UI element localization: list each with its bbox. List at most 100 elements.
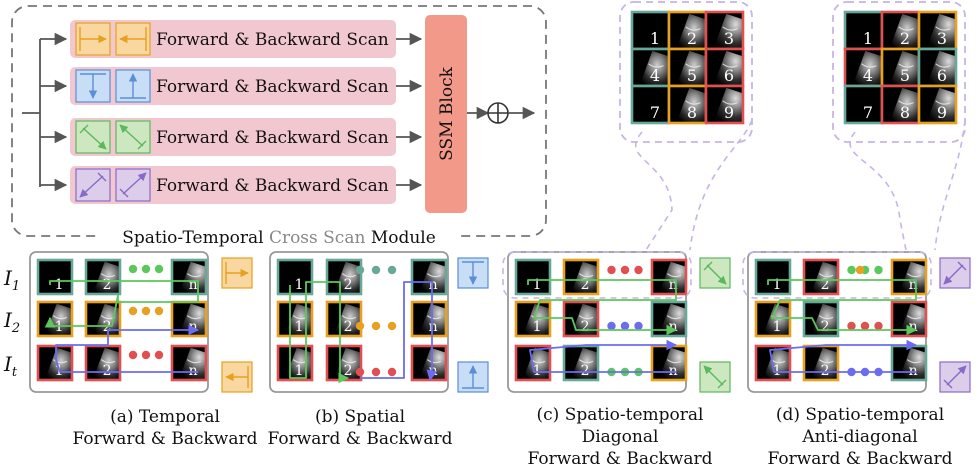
frame-number: 6 xyxy=(724,66,734,85)
sequence-dot xyxy=(634,265,643,275)
sequence-dot xyxy=(607,265,616,275)
sequence-dot xyxy=(154,350,164,360)
grid-cell-4: 4 xyxy=(630,47,671,88)
frame-number: 1 xyxy=(773,319,782,335)
frame-thumbnail: n xyxy=(890,344,928,382)
frame-thumbnail: 2 xyxy=(325,300,363,338)
frame-thumbnail: n xyxy=(650,258,688,296)
frame-thumbnail: 2 xyxy=(802,258,840,296)
grid-cell-1: 1 xyxy=(630,10,671,51)
vertical-scan-reverse-icon xyxy=(115,69,151,103)
frame-thumbnail: 2 xyxy=(325,344,363,382)
frame-thumbnail: 2 xyxy=(562,258,600,296)
scan-row-label: Forward & Backward Scan xyxy=(156,77,389,97)
grid-cell-6: 6 xyxy=(917,47,958,88)
sequence-dot xyxy=(141,350,151,360)
row-label-2: I2 xyxy=(3,308,20,336)
frame-number: n xyxy=(189,277,198,293)
diagonal-scan-icon xyxy=(75,120,111,154)
row-highlight-dashed xyxy=(742,251,932,299)
grid-cell-3: 3 xyxy=(917,10,958,51)
frame-number: 1 xyxy=(533,277,542,293)
frame-number: 3 xyxy=(724,29,734,48)
grid-cell-2: 2 xyxy=(880,10,921,51)
scan-row-4: Forward & Backward Scan xyxy=(70,166,396,204)
sequence-dot xyxy=(154,306,164,316)
grid-cell-9: 9 xyxy=(917,84,958,125)
frame-thumbnail: n xyxy=(170,344,208,382)
grid-cell-7: 7 xyxy=(630,84,671,125)
grid-cell-8: 8 xyxy=(667,84,708,125)
frame-number: 1 xyxy=(773,363,782,379)
frame-thumbnail: 1 xyxy=(36,344,74,382)
frame-number: 1 xyxy=(650,29,660,48)
sequence-dot xyxy=(387,321,397,331)
grid-cell-2: 2 xyxy=(667,10,708,51)
frame-number: n xyxy=(189,319,198,335)
frame-thumbnail: n xyxy=(890,258,928,296)
frame-number: 1 xyxy=(55,319,64,335)
frame-number: 8 xyxy=(687,103,697,122)
row-label-1: I1 xyxy=(3,266,20,294)
frame-number: 2 xyxy=(821,277,830,293)
frame-number: 2 xyxy=(103,363,112,379)
frame-number: 3 xyxy=(937,29,947,48)
frame-number: 2 xyxy=(687,29,697,48)
anti-diagonal-scan-icon xyxy=(75,168,111,202)
anti-diagonal-forward-icon xyxy=(939,257,971,289)
row-label-3: It xyxy=(3,352,18,380)
grid-cell-5: 5 xyxy=(667,47,708,88)
frame-number: 4 xyxy=(863,66,873,85)
spatial-forward-icon xyxy=(457,257,489,289)
sequence-dot xyxy=(874,321,883,331)
frame-number: 2 xyxy=(581,363,590,379)
frame-number: 7 xyxy=(650,103,660,122)
sequence-dot xyxy=(154,264,164,274)
sequence-dot xyxy=(128,350,138,360)
module-caption: Spatio-Temporal Cross Scan Module xyxy=(122,228,436,248)
sequence-dot xyxy=(387,367,397,377)
frame-thumbnail: 2 xyxy=(84,258,122,296)
diagonal-backward-icon xyxy=(699,361,731,393)
sequence-dot xyxy=(141,264,151,274)
frame-thumbnail: n xyxy=(410,258,448,296)
frame-number: 1 xyxy=(55,277,64,293)
frame-number: 1 xyxy=(773,277,782,293)
ssm-block-label: SSM Block xyxy=(437,66,457,160)
frame-number: 5 xyxy=(900,66,910,85)
frame-number: n xyxy=(669,319,678,335)
frame-thumbnail: n xyxy=(410,344,448,382)
grid-cell-6: 6 xyxy=(704,47,745,88)
frame-thumbnail: n xyxy=(410,300,448,338)
frame-number: 2 xyxy=(344,319,353,335)
frame-thumbnail: 1 xyxy=(514,258,552,296)
grid-cell-8: 8 xyxy=(880,84,921,125)
frame-number: n xyxy=(429,277,438,293)
frame-number: 2 xyxy=(821,363,830,379)
temporal-backward-icon xyxy=(221,361,253,393)
sequence-dot xyxy=(847,321,856,331)
frame-thumbnail: 1 xyxy=(36,258,74,296)
frame-thumbnail: 1 xyxy=(754,344,792,382)
frame-number: 2 xyxy=(821,319,830,335)
frame-number: 2 xyxy=(581,277,590,293)
sequence-dot xyxy=(860,321,870,331)
sequence-dot xyxy=(355,321,365,331)
grid-cell-7: 7 xyxy=(843,84,884,125)
frame-number: 2 xyxy=(344,363,353,379)
frame-thumbnail: 2 xyxy=(84,300,122,338)
grid-cell-4: 4 xyxy=(843,47,884,88)
zoom-connector xyxy=(849,131,907,251)
